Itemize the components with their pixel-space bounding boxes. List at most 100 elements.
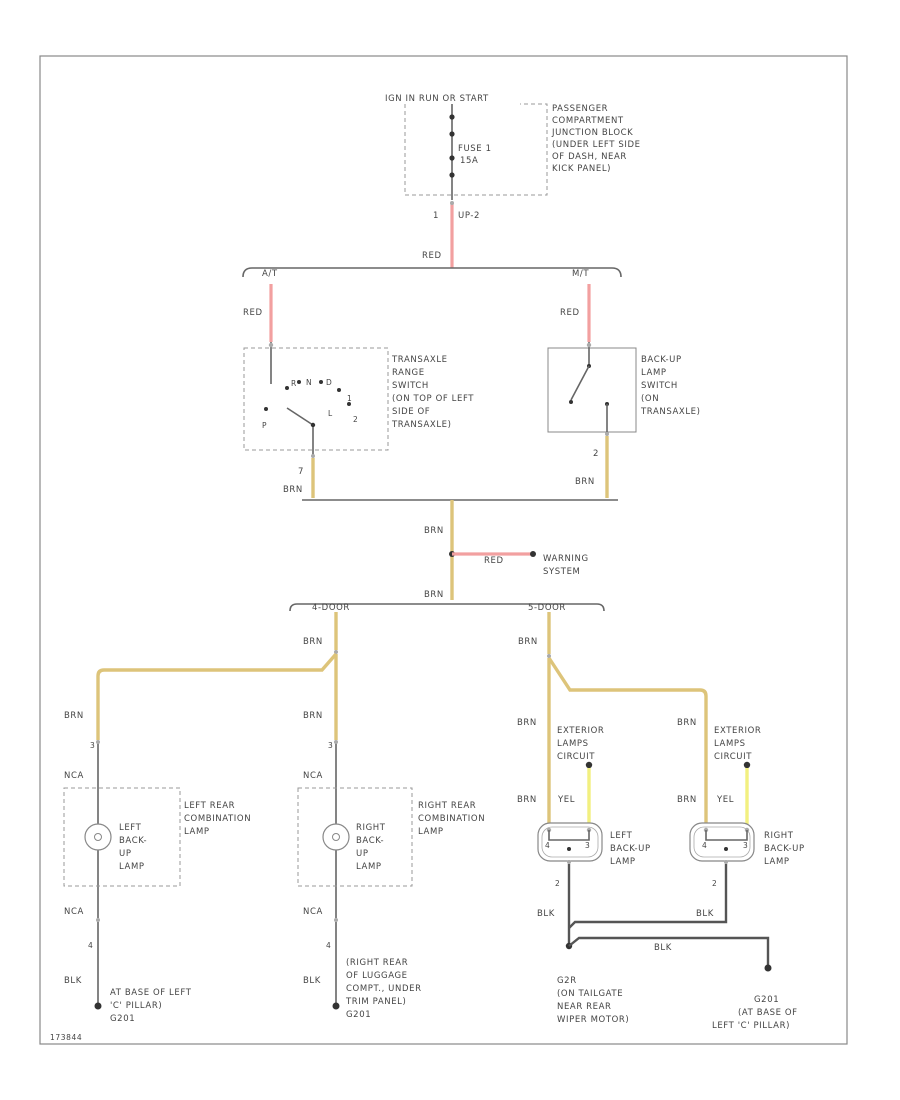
ll-pin-label: 3 (90, 741, 95, 750)
g-left-2: G201 (110, 1014, 135, 1024)
lb5-pin-3: 3 (585, 841, 590, 850)
branch-mt-label: M/T (572, 269, 589, 279)
lb5-pin-1: 4 (545, 841, 550, 850)
wire-red-mt-label: RED (560, 308, 580, 318)
wire-brn-rl-label: BRN (303, 711, 323, 721)
g-tail-1: (ON TAILGATE (557, 989, 623, 999)
passenger-junction-block: IGN IN RUN OR START FUSE 1 15A PASSENGER… (385, 94, 641, 200)
wire-brn-center-label-2: BRN (424, 590, 444, 600)
wire-blk-ground (568, 936, 770, 966)
gear-l: L (328, 409, 333, 418)
ext-l-0: EXTERIOR (557, 726, 604, 736)
left-backup-bulb (84, 823, 112, 851)
g-tail-2: NEAR REAR (557, 1002, 612, 1012)
wire-brn-center-label-1: BRN (424, 526, 444, 536)
ll-bulb-2: UP (119, 849, 132, 859)
ign-source-label: IGN IN RUN OR START (385, 94, 489, 104)
fuse-label: FUSE 1 (458, 144, 492, 154)
ll-desc-1: COMBINATION (184, 814, 251, 824)
ground-right-luggage (332, 1002, 340, 1010)
ext-r-2: CIRCUIT (714, 752, 752, 762)
backup-lamp-switch: BACK-UP LAMP SWITCH (ON TRANSAXLE) (547, 342, 700, 433)
rl-pin-label: 3 (328, 741, 333, 750)
right-backup-bulb (322, 823, 350, 851)
rl-bulb-3: LAMP (356, 862, 382, 872)
door-bus (289, 603, 605, 612)
jb-desc-5: KICK PANEL) (552, 164, 611, 174)
ll-bulb-1: BACK- (119, 836, 147, 846)
rl-bulb-0: RIGHT (356, 823, 386, 833)
pin-1-label: 1 (433, 211, 439, 221)
bus-desc-3: (ON (641, 394, 659, 404)
wire-brn-ll-label: BRN (64, 711, 84, 721)
pin-2-label: 2 (593, 449, 599, 459)
gear-p: P (262, 421, 267, 430)
ll-desc-2: LAMP (184, 827, 210, 837)
rb5-desc-1: BACK-UP (764, 844, 805, 854)
rl-desc-0: RIGHT REAR (418, 801, 476, 811)
left-rear-combination-lamp: 3 NCA LEFT BACK- UP LAMP LEFT REAR COMBI… (63, 740, 251, 1024)
rb5-desc-0: RIGHT (764, 831, 794, 841)
wire-blk-5r (568, 864, 728, 929)
wire-blk-ground-label: BLK (654, 943, 672, 953)
conn-up2-label: UP-2 (458, 211, 480, 221)
ll-bulb-3: LAMP (119, 862, 145, 872)
jb-desc-4: OF DASH, NEAR (552, 152, 627, 162)
rl-bulb-1: BACK- (356, 836, 384, 846)
left-backup-lamp-5door: EXTERIOR LAMPS CIRCUIT BRN YEL 4 3 LEFT … (517, 726, 651, 946)
warning-system-1: SYSTEM (543, 567, 580, 577)
ll-blk-label: BLK (64, 976, 82, 986)
gear-2: 2 (353, 415, 358, 424)
right-backup-lamp-5door: EXTERIOR LAMPS CIRCUIT BRN YEL 4 3 RIGHT… (568, 726, 805, 929)
wire-brn-5d-right (547, 657, 708, 824)
rl-desc-1: COMBINATION (418, 814, 485, 824)
trs-desc-0: TRANSAXLE (391, 355, 448, 365)
wire-brn-at-label: BRN (283, 485, 303, 495)
branch-at-label: A/T (262, 269, 278, 279)
g-cp-1: (AT BASE OF (738, 1008, 798, 1018)
fuse-amp-label: 15A (460, 156, 478, 166)
lb5-desc-1: BACK-UP (610, 844, 651, 854)
rb5-pin-1: 4 (702, 841, 707, 850)
wire-brn-5r-label2: BRN (677, 795, 697, 805)
g-right-4: G201 (346, 1010, 371, 1020)
branch-5door-label: 5-DOOR (528, 603, 566, 613)
wire-brn-5d-label: BRN (518, 637, 538, 647)
ll-desc-0: LEFT REAR (184, 801, 235, 811)
pin-7-label: 7 (298, 467, 304, 477)
bus-desc-2: SWITCH (641, 381, 678, 391)
gear-1: 1 (347, 394, 352, 403)
wire-brn-4d-left (96, 652, 338, 740)
transaxle-range-switch: R N D 1 2 L P TRANSAXLE RANGE SWITCH (ON… (243, 342, 474, 451)
g-tail-0: G2R (557, 976, 577, 986)
rb5-pin-3: 3 (743, 841, 748, 850)
jb-desc-2: JUNCTION BLOCK (551, 128, 633, 138)
wire-yel-5l-label: YEL (557, 795, 575, 805)
gear-r: R (291, 379, 297, 388)
g-right-0: (RIGHT REAR (346, 958, 408, 968)
wire-red-main-label: RED (422, 251, 442, 261)
ext-l-1: LAMPS (557, 739, 589, 749)
trs-desc-5: TRANSAXLE) (391, 420, 452, 430)
jb-desc-0: PASSENGER (552, 104, 608, 114)
ll-pin-4: 4 (88, 941, 93, 950)
wire-blk-5l-label: BLK (537, 909, 555, 919)
rl-blk-label: BLK (303, 976, 321, 986)
g-cp-0: G201 (754, 995, 779, 1005)
wire-brn-5l-label2: BRN (517, 795, 537, 805)
lb5-desc-2: LAMP (610, 857, 636, 867)
wire-brn-mt-label: BRN (575, 477, 595, 487)
branch-4door-label: 4-DOOR (312, 603, 350, 613)
trs-desc-4: SIDE OF (392, 407, 430, 417)
lb5-desc-0: LEFT (610, 831, 633, 841)
jb-desc-3: (UNDER LEFT SIDE (552, 140, 641, 150)
wire-red-at-label: RED (243, 308, 263, 318)
g-left-1: 'C' PILLAR) (110, 1001, 162, 1011)
g-left-0: AT BASE OF LEFT (110, 988, 192, 998)
gear-n: N (306, 378, 312, 387)
ext-l-2: CIRCUIT (557, 752, 595, 762)
red-bus (242, 267, 622, 278)
rb5-pin-2: 2 (712, 879, 717, 888)
rl-nca-top: NCA (303, 771, 323, 781)
